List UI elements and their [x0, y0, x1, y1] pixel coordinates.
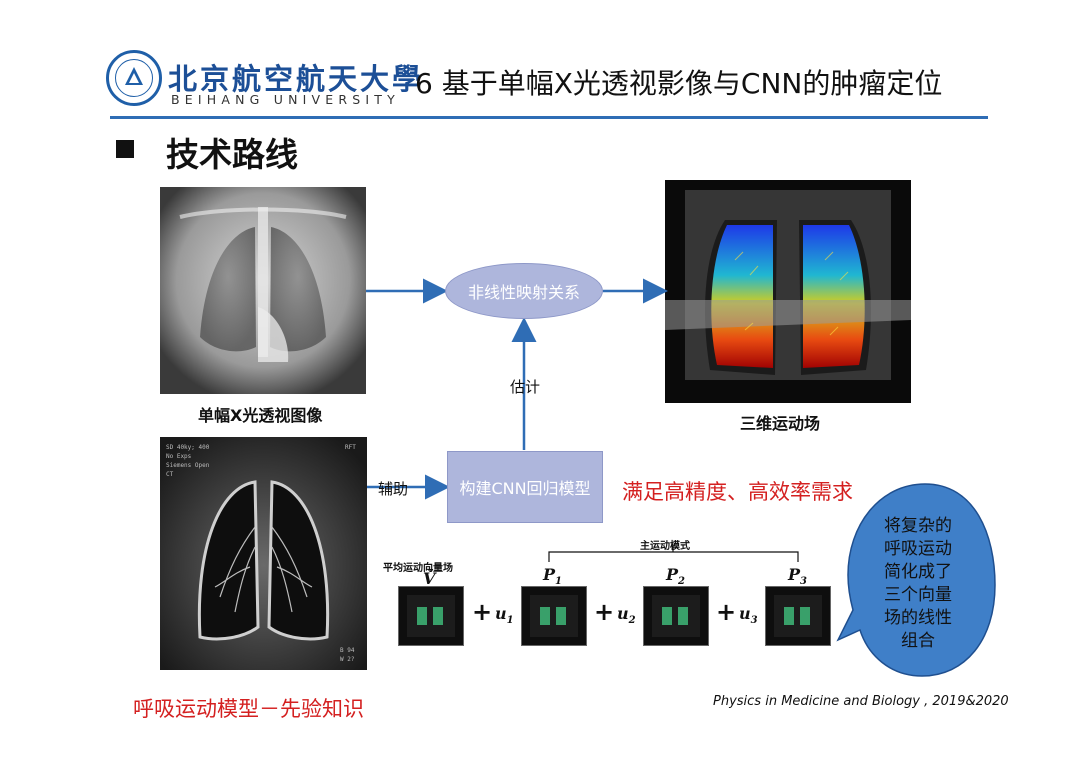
estimate-label: 估计	[510, 378, 541, 396]
svg-text:Siemens Open: Siemens Open	[166, 462, 210, 469]
mode-p2-tile	[643, 586, 709, 646]
section-title: 技术路线	[166, 135, 298, 174]
cnn-regression-node: 构建CNN回归模型	[447, 451, 603, 523]
main-modes-label: 主运动模式	[640, 541, 690, 552]
mode-p2-symbol: P2	[666, 565, 685, 588]
motion-field-caption: 三维运动场	[740, 414, 821, 433]
slide-title: 6 基于单幅X光透视影像与CNN的肿瘤定位	[415, 67, 943, 100]
university-name-cn: 北京航空航天大學	[168, 62, 425, 96]
mean-field-label: 平均运动向量场	[383, 563, 453, 574]
mode-p1-tile	[521, 586, 587, 646]
coef-u2: u2	[617, 604, 636, 627]
bubble-line: 三个向量	[884, 585, 952, 605]
mean-field-tile	[398, 586, 464, 646]
bubble-text: 将复杂的 呼吸运动 简化成了 三个向量 场的线性 组合	[848, 515, 988, 653]
coef-u3: u3	[739, 604, 758, 627]
svg-text:W 2?: W 2?	[340, 656, 355, 663]
svg-text:B 94: B 94	[340, 647, 355, 654]
seal-emblem-icon	[125, 67, 143, 85]
assist-label: 辅助	[378, 480, 409, 498]
main-modes-bracket	[548, 551, 799, 562]
plus-sign-2: +	[594, 598, 615, 626]
university-name-en: BEIHANG UNIVERSITY	[171, 92, 400, 107]
bubble-line: 组合	[901, 631, 935, 651]
square-bullet-icon	[116, 140, 134, 158]
mode-p1-symbol: P1	[543, 565, 562, 588]
mode-p3-tile	[765, 586, 831, 646]
bubble-line: 呼吸运动	[884, 539, 952, 559]
header-divider	[110, 116, 988, 119]
accuracy-efficiency-claim: 满足高精度、高效率需求	[622, 480, 853, 504]
bubble-line: 将复杂的	[884, 516, 952, 536]
bubble-line: 场的线性	[884, 608, 952, 628]
svg-text:No Exps: No Exps	[166, 453, 192, 460]
svg-text:SD 40ky; 400: SD 40ky; 400	[166, 444, 210, 451]
journal-citation: Physics in Medicine and Biology , 2019&2…	[713, 694, 1009, 709]
mean-field-symbol: V̄	[423, 569, 436, 588]
bubble-line: 简化成了	[884, 562, 952, 582]
speech-bubble	[836, 483, 996, 677]
svg-text:RFT: RFT	[345, 444, 356, 451]
3d-motion-field-image	[665, 180, 911, 403]
xray-caption: 单幅X光透视图像	[198, 406, 323, 425]
nonlinear-mapping-node: 非线性映射关系	[445, 263, 603, 319]
plus-sign-3: +	[716, 598, 737, 626]
coef-u1: u1	[495, 604, 514, 627]
svg-text:CT: CT	[166, 471, 174, 478]
chest-xray-image	[160, 187, 366, 394]
plus-sign-1: +	[472, 598, 493, 626]
university-seal-logo	[106, 50, 162, 106]
mode-p3-symbol: P3	[788, 565, 807, 588]
prior-knowledge-caption: 呼吸运动模型－先验知识	[133, 697, 364, 721]
